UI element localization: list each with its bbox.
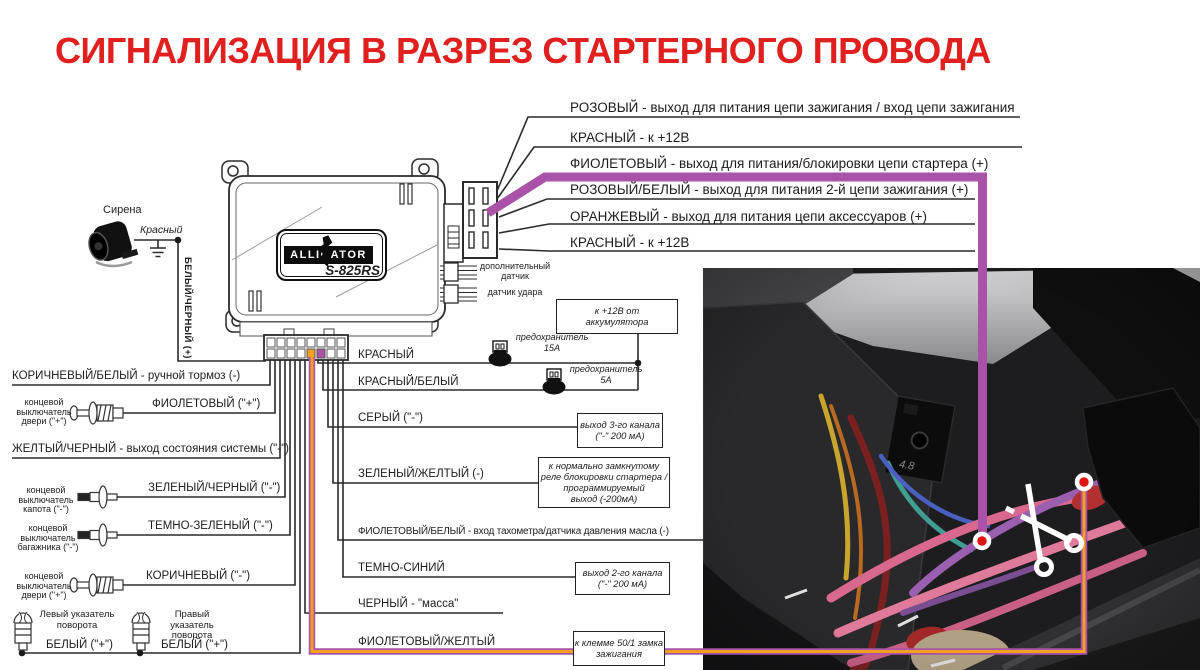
callout-line: программируемый [563,482,645,493]
dark-blue-wire-label: ТЕМНО-СИНИЙ [358,562,445,574]
additional-sensor-connector [440,262,477,282]
callout-line: к клемме 50/1 замка [574,637,664,648]
junction-dot [136,649,144,657]
grey-wire-label: СЕРЫЙ ("-") [358,412,423,424]
callout-line: ("-" 200 мА) [595,430,645,441]
callout-line: к нормально замкнутому [548,460,660,471]
callout-line: выход 2-го канала [582,567,663,578]
fuse-rating: 5А [600,375,612,385]
junction-dot [18,649,26,657]
siren-wire-label: Красный [140,224,183,236]
dashboard-photo-art: 4.8 [703,268,1200,670]
page-title: СИГНАЛИЗАЦИЯ В РАЗРЕЗ СТАРТЕРНОГО ПРОВОД… [55,30,991,71]
junction-dot [174,236,182,244]
main-harness-connector [462,181,498,259]
harness-label-red: КРАСНЫЙ - к +12В [570,130,690,145]
siren-to-unit-wire-label: БЕЛЫЙ/ЧЕРНЫЙ (+) [182,257,193,359]
dashboard-photo: 4.8 [703,268,1200,670]
unit-badge: ALLIGATOR S-825RS [276,229,387,281]
starter-relay-callout: к нормально замкнутому реле блокировки с… [538,457,670,508]
bottom-connector [263,334,349,361]
channel3-callout: выход 3-го канала ("-" 200 мА) [577,413,663,448]
right-turn-lamp-icon [131,611,151,651]
shock-sensor-connector [440,284,477,304]
red-wire-label: КРАСНЫЙ [358,349,415,361]
vent-slots [248,183,413,312]
callout-line: выход 3-го канала [580,419,660,430]
door-switch-icon [69,401,124,425]
brake-wire-label: КОРИЧНЕВЫЙ/БЕЛЫЙ - ручной тормоз (-) [12,370,241,382]
door-switch-2-label: концевой выключатель двери ("+") [16,571,72,600]
harness-label-red2: КРАСНЫЙ - к +12В [570,235,690,250]
dark-green-wire-label: ТЕМНО-ЗЕЛЕНЫЙ ("-") [148,520,273,532]
ignition-terminal-callout: к клемме 50/1 замка зажигания [573,631,665,666]
battery-callout: к +12В от аккумулятора [556,299,678,334]
callout-line: зажигания [596,648,642,659]
unit-side-connector [443,203,464,263]
fuse-rating: 15А [543,343,561,353]
hood-switch-icon [77,485,118,509]
harness-label-orange: ОРАНЖЕВЫЙ - выход для питания цепи аксес… [570,209,927,224]
shock-sensor-label: датчик удара [487,287,543,297]
fuse-name: предохранитель [569,364,643,374]
ground-icon [150,240,166,258]
green-black-wire-label: ЗЕЛЕНЫЙ/ЧЕРНЫЙ ("-") [148,482,281,494]
red-white-wire-label: КРАСНЫЙ/БЕЛЫЙ [358,376,459,388]
door-switch-label: концевой выключатель двери ("+") [16,397,72,426]
callout-line: к +12В от [594,305,640,316]
siren-wire [134,239,266,362]
status-wire-label: ЖЕЛТЫЙ/ЧЕРНЫЙ - выход состояния системы … [12,443,289,455]
additional-sensor-label: дополнительный датчик [479,261,551,281]
callout-line: реле блокировки стартера / [540,471,668,482]
harness-label-pink: РОЗОВЫЙ - выход для питания цепи зажиган… [570,100,1015,115]
violet-wire-label: ФИОЛЕТОВЫЙ ("+") [152,398,261,410]
badge-border [280,233,383,277]
left-turn-lamp-icon [13,611,33,651]
white-wire-label-left: БЕЛЫЙ ("+") [46,639,113,651]
right-turn-label: Правый указатель поворота [170,609,214,641]
fuse-15a-icon [488,340,512,367]
door-switch-icon-2 [69,573,124,597]
white-wire-label-right: БЕЛЫЙ ("+") [161,639,228,651]
channel2-callout: выход 2-го канала ("-" 200 мА) [575,562,670,595]
callout-line: ("-" 200 мА) [597,578,648,589]
harness-label-pink-white: РОЗОВЫЙ/БЕЛЫЙ - выход для питания 2-й це… [570,182,969,197]
violet-yellow-wire-label: ФИОЛЕТОВЫЙ/ЖЕЛТЫЙ [358,636,496,648]
harness-label-violet: ФИОЛЕТОВЫЙ - выход для питания/блокировк… [570,156,989,171]
trunk-switch-label: концевой выключатель багажника ("-") [17,523,79,552]
fuse-15a-label: предохранитель 15А [512,332,592,354]
green-yellow-wire-label: ЗЕЛЕНЫЙ/ЖЕЛТЫЙ (-) [358,468,484,480]
callout-line: выход (-200мА) [570,493,638,504]
brown-wire-label: КОРИЧНЕВЫЙ ("-") [146,570,251,582]
trunk-switch-icon [77,523,118,547]
black-wire-label: ЧЕРНЫЙ - "масса" [358,598,459,610]
fuse-5a-icon [542,368,566,395]
left-turn-label: Левый указатель поворота [39,609,115,631]
hood-switch-label: концевой выключатель капота ("-") [18,485,74,514]
callout-line: аккумулятора [585,316,649,327]
model-label: S-825RS [325,263,380,278]
siren-label: Сирена [103,204,142,216]
fuse-5a-label: предохранитель 5А [566,364,646,386]
siren-icon [88,221,139,268]
violet-white-wire-label: ФИОЛЕТОВЫЙ/БЕЛЫЙ - вход тахометра/датчик… [358,526,669,537]
